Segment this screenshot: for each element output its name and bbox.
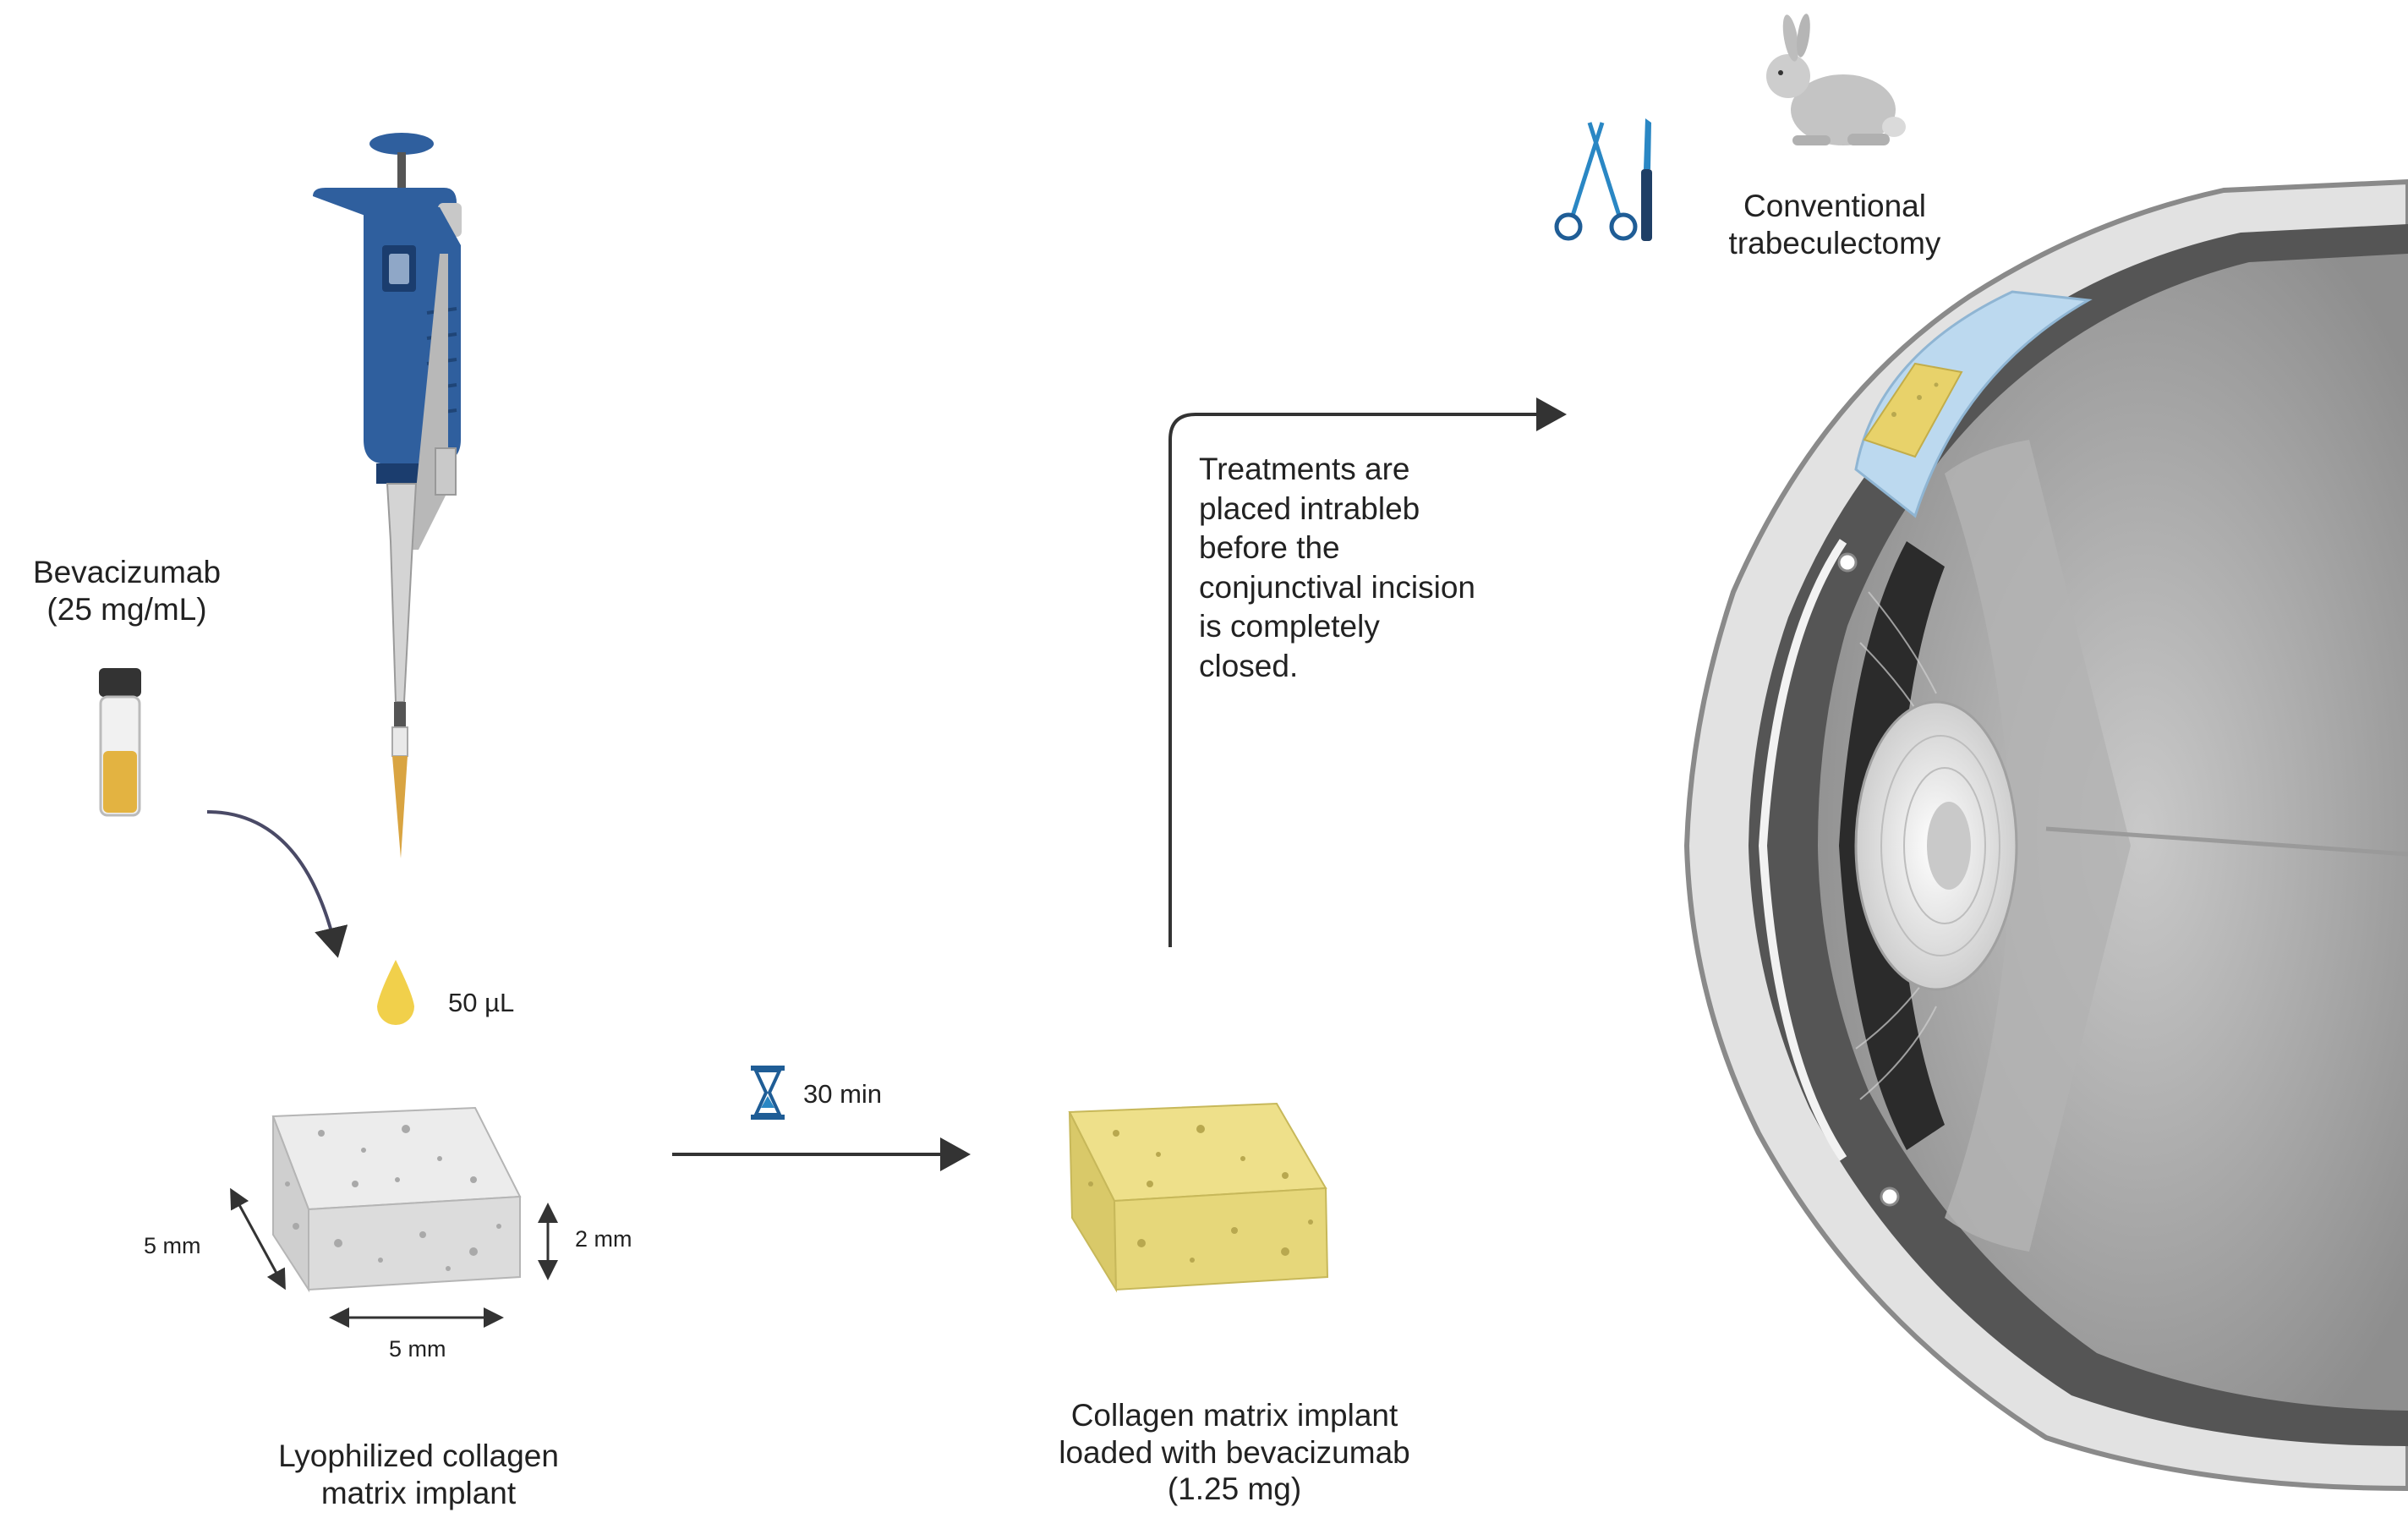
surgery-label: Conventional trabeculectomy	[1691, 188, 1978, 261]
implant-loaded-caption-line3: (1.25 mg)	[1167, 1471, 1302, 1507]
placement-arrow	[1168, 397, 1567, 947]
implant-loaded-caption-line1: Collagen matrix implant	[1070, 1398, 1398, 1433]
drop-icon	[377, 960, 414, 1025]
implant-loaded-caption: Collagen matrix implant loaded with beva…	[981, 1397, 1488, 1508]
drug-label: Bevacizumab (25 mg/mL)	[8, 554, 245, 627]
vial-icon	[99, 668, 141, 817]
implant-loaded-caption-line2: loaded with bevacizumab	[1059, 1434, 1410, 1470]
implant-dry-icon	[271, 1106, 522, 1293]
drop-volume-label: 50 µL	[448, 988, 515, 1017]
treatment-note-line: placed intrableb	[1199, 490, 1420, 526]
treatment-note: Treatments are placed intrableb before t…	[1199, 450, 1475, 687]
dimension-depth-arrow	[230, 1187, 286, 1291]
pipette-icon	[313, 133, 462, 858]
wait-time-label: 30 min	[803, 1079, 883, 1109]
implant-dry-caption-line2: matrix implant	[320, 1475, 517, 1510]
treatment-note-line: before the	[1199, 530, 1340, 566]
dimension-depth-label: 5 mm	[144, 1233, 201, 1258]
implant-dry-caption: Lyophilized collagen matrix implant	[203, 1438, 634, 1511]
implant-dry-caption-line1: Lyophilized collagen	[278, 1439, 559, 1473]
scalpel-icon	[1641, 118, 1652, 241]
scissors-icon	[1554, 122, 1638, 241]
eye-cross-section-icon	[1683, 178, 2408, 1492]
dimension-width-label: 5 mm	[389, 1336, 446, 1362]
dimension-height-label: 2 mm	[575, 1226, 632, 1252]
implant-loaded-icon	[1068, 1102, 1329, 1293]
treatment-note-line: is completely	[1199, 609, 1380, 644]
flow-arrow-vial-to-drop	[206, 810, 348, 958]
drug-concentration: (25 mg/mL)	[47, 591, 207, 627]
treatment-note-line: conjunctival incision	[1199, 569, 1476, 605]
surgery-label-line2: trabeculectomy	[1728, 225, 1941, 260]
rabbit-icon	[1766, 14, 1906, 145]
hourglass-icon	[751, 1066, 785, 1120]
surgery-label-line1: Conventional	[1743, 189, 1926, 223]
treatment-note-line: closed.	[1199, 649, 1299, 684]
drug-name: Bevacizumab	[32, 555, 222, 589]
treatment-note-line: Treatments are	[1199, 452, 1410, 486]
